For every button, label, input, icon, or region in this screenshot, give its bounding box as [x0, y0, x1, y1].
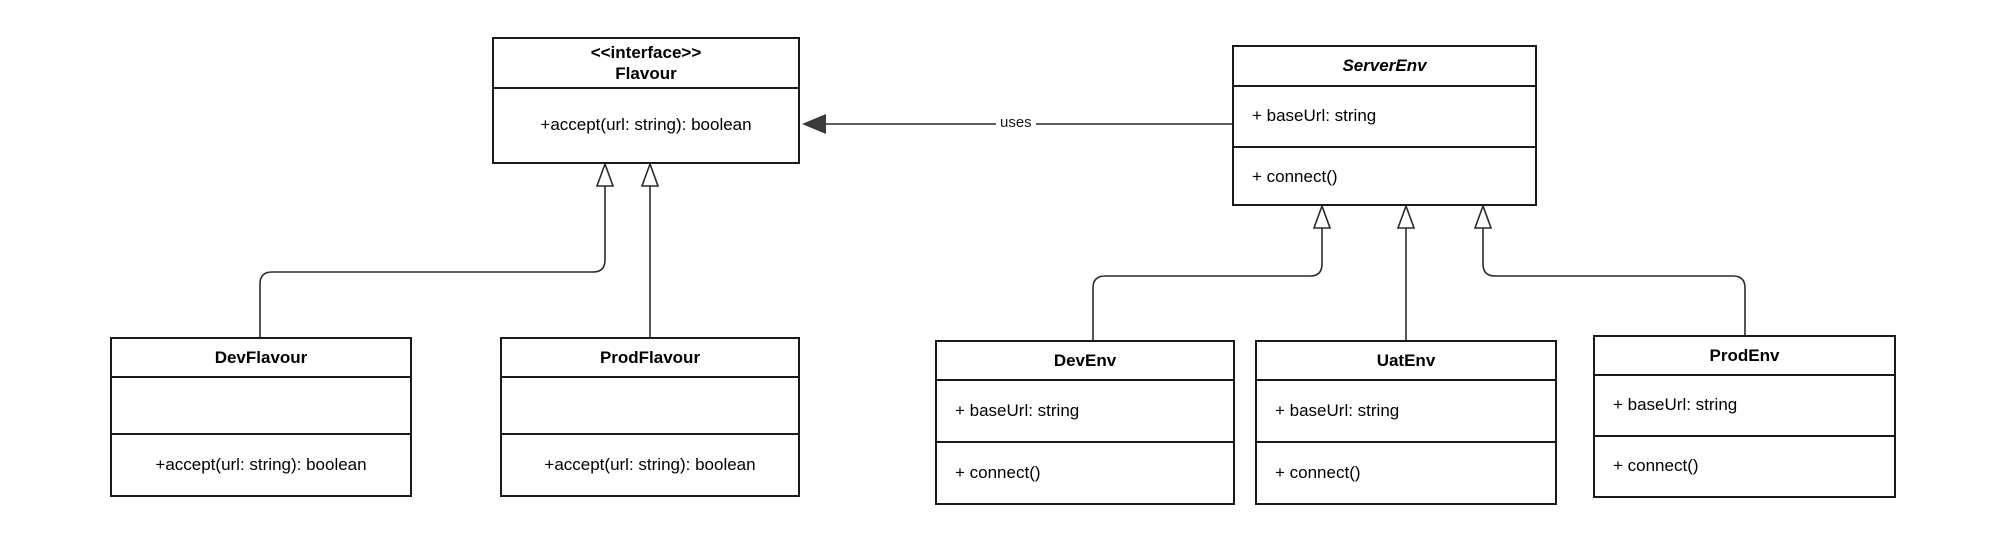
class-methods-compartment-prodflavour: +accept(url: string): boolean	[502, 433, 798, 495]
attribute-baseurl-serverenv: + baseUrl: string	[1252, 106, 1377, 126]
attribute-baseurl-devenv: + baseUrl: string	[955, 400, 1080, 420]
method-accept-prodflavour: +accept(url: string): boolean	[544, 454, 756, 474]
class-attributes-compartment-devflavour	[112, 376, 410, 433]
class-attributes-compartment-serverenv: + baseUrl: string	[1234, 85, 1535, 146]
class-title-compartment-devenv: DevEnv	[937, 342, 1233, 379]
class-title-compartment-uatenv: UatEnv	[1257, 342, 1555, 379]
class-box-prodflavour[interactable]: ProdFlavour +accept(url: string): boolea…	[500, 337, 800, 497]
class-stereotype-flavour: <<interface>>	[590, 42, 702, 62]
class-name-serverenv: ServerEnv	[1342, 56, 1427, 76]
class-name-devenv: DevEnv	[1053, 350, 1117, 370]
generalization-arrowhead-devflavour	[595, 161, 615, 187]
method-connect-prodenv: + connect()	[1613, 456, 1699, 476]
generalization-arrowhead-prodflavour	[640, 161, 660, 187]
class-box-devflavour[interactable]: DevFlavour +accept(url: string): boolean	[110, 337, 412, 497]
dependency-arrowhead-uses	[802, 114, 826, 134]
class-box-serverenv[interactable]: ServerEnv + baseUrl: string + connect()	[1232, 45, 1537, 206]
class-attributes-compartment-prodflavour	[502, 376, 798, 433]
generalization-arrowhead-prodenv	[1473, 203, 1493, 229]
class-name-devflavour: DevFlavour	[214, 347, 308, 367]
class-title-compartment-prodenv: ProdEnv	[1595, 337, 1894, 374]
generalization-prodenv-to-serverenv	[1482, 226, 1746, 335]
class-name-prodenv: ProdEnv	[1709, 345, 1780, 365]
class-name-flavour: Flavour	[615, 64, 677, 83]
generalization-arrowhead-devenv	[1312, 203, 1332, 229]
generalization-devenv-to-serverenv	[1092, 226, 1323, 340]
class-title-compartment-devflavour: DevFlavour	[112, 339, 410, 376]
class-box-prodenv[interactable]: ProdEnv + baseUrl: string + connect()	[1593, 335, 1896, 498]
class-box-devenv[interactable]: DevEnv + baseUrl: string + connect()	[935, 340, 1235, 505]
relationship-label-uses: uses	[996, 114, 1036, 131]
attribute-baseurl-prodenv: + baseUrl: string	[1613, 395, 1738, 415]
method-connect-serverenv: + connect()	[1252, 166, 1338, 186]
class-box-uatenv[interactable]: UatEnv + baseUrl: string + connect()	[1255, 340, 1557, 505]
class-title-compartment-serverenv: ServerEnv	[1234, 47, 1535, 85]
class-attributes-compartment-prodenv: + baseUrl: string	[1595, 374, 1894, 435]
class-methods-compartment-devenv: + connect()	[937, 441, 1233, 503]
class-methods-compartment-serverenv: + connect()	[1234, 146, 1535, 206]
class-title-compartment-flavour: <<interface>> Flavour	[494, 39, 798, 87]
class-methods-compartment-flavour: +accept(url: string): boolean	[494, 87, 798, 162]
method-accept-devflavour: +accept(url: string): boolean	[155, 454, 367, 474]
method-connect-devenv: + connect()	[955, 462, 1041, 482]
class-attributes-compartment-uatenv: + baseUrl: string	[1257, 379, 1555, 441]
method-accept-flavour: +accept(url: string): boolean	[540, 115, 752, 135]
class-methods-compartment-prodenv: + connect()	[1595, 435, 1894, 496]
class-name-uatenv: UatEnv	[1376, 350, 1436, 370]
class-title-compartment-prodflavour: ProdFlavour	[502, 339, 798, 376]
attribute-baseurl-uatenv: + baseUrl: string	[1275, 400, 1400, 420]
class-box-flavour[interactable]: <<interface>> Flavour +accept(url: strin…	[492, 37, 800, 164]
class-methods-compartment-uatenv: + connect()	[1257, 441, 1555, 503]
generalization-arrowhead-uatenv	[1396, 203, 1416, 229]
class-attributes-compartment-devenv: + baseUrl: string	[937, 379, 1233, 441]
method-connect-uatenv: + connect()	[1275, 462, 1361, 482]
class-methods-compartment-devflavour: +accept(url: string): boolean	[112, 433, 410, 495]
class-name-prodflavour: ProdFlavour	[599, 347, 701, 367]
generalization-devflavour-to-flavour	[259, 184, 606, 337]
